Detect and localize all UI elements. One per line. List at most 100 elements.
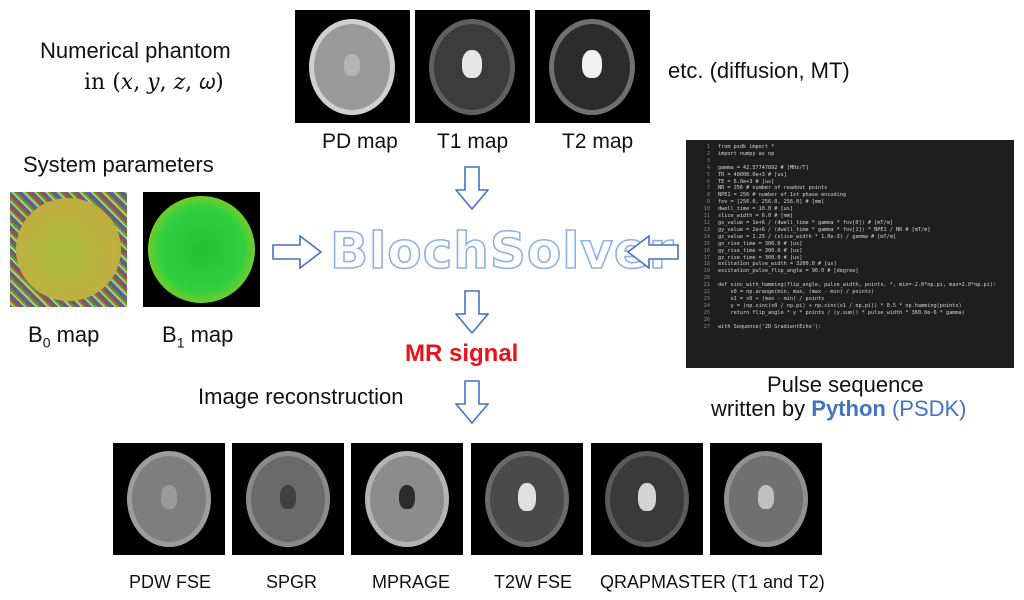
- code-line-number: 11: [703, 213, 710, 220]
- code-line-number: 5: [706, 171, 710, 178]
- spgr-label: SPGR: [266, 572, 318, 592]
- etc-label: etc. (diffusion, MT): [668, 58, 850, 83]
- left-arrow-code: [627, 235, 679, 269]
- code-line-text: fov = [256.0, 256.0, 256.0] # [mm]: [718, 199, 825, 206]
- code-line-number: 27: [703, 323, 710, 330]
- code-line-text: gz_value = 1.25 / (slice_width * 1.0e-3)…: [718, 233, 897, 240]
- code-line-text: dwell_time = 10.0 # [us]: [718, 206, 793, 213]
- b1-map-suffix: map: [184, 322, 234, 347]
- code-line: 19 excitation_pulse_flip_angle = 90.0 # […: [686, 268, 1014, 275]
- t2-map-label: T2 map: [562, 130, 634, 153]
- pd-map-label: PD map: [322, 130, 398, 153]
- code-line-number: 19: [703, 268, 710, 275]
- code-line: 16 gy_rise_time = 300.0 # [us]: [686, 248, 1014, 255]
- qrapmaster-label: QRAPMASTER (T1 and T2): [600, 572, 825, 592]
- code-line: 13 gy_value = 2e+6 / (dwell_time * gamma …: [686, 227, 1014, 234]
- pdw-fse-label: PDW FSE: [129, 572, 212, 592]
- image-recon-label: Image reconstruction: [198, 384, 404, 409]
- code-line-number: 3: [706, 157, 710, 164]
- code-line: 5 TR = 40000.0e+3 # [us]: [686, 172, 1014, 179]
- code-line-number: 9: [706, 199, 710, 206]
- code-line: 14 gz_value = 1.25 / (slice_width * 1.0e-…: [686, 234, 1014, 241]
- right-arrow-system: [272, 235, 322, 269]
- code-line: 26: [686, 317, 1014, 324]
- code-line-text: import numpy as np: [718, 150, 775, 157]
- code-line-number: 6: [706, 178, 710, 185]
- code-line: 7 NR = 256 # number of readout points: [686, 185, 1014, 192]
- code-line-text: TE = 6.0e+3 # [us]: [718, 178, 775, 185]
- mprage-label: MPRAGE: [372, 572, 451, 592]
- code-line-number: 21: [703, 282, 710, 289]
- b0-map-subscript: 0: [42, 334, 51, 351]
- qrapmaster-t1-image: [591, 443, 703, 555]
- t1-map-image: [415, 10, 530, 123]
- b1-map-label: B1 map: [162, 322, 233, 350]
- code-line: 24 y = (np.sinc(x0 / np.pi) + np.sinc(x1…: [686, 303, 1014, 310]
- code-line-number: 18: [703, 261, 710, 268]
- down-arrow-recon: [455, 380, 489, 424]
- code-line: 10 dwell_time = 10.0 # [us]: [686, 206, 1014, 213]
- code-line: 4 gamma = 42.57747892 # [MHz/T]: [686, 165, 1014, 172]
- code-line-text: return flip_angle * y * points / (y.sum(…: [718, 309, 965, 316]
- b0-map-letter: B: [28, 322, 43, 347]
- t1-map-label: T1 map: [437, 130, 509, 153]
- bloch-solver-title: BlochSolver: [329, 221, 675, 281]
- t2-map-image: [535, 10, 650, 123]
- code-line: 21 def sinc_with_hamming(flip_angle, puls…: [686, 282, 1014, 289]
- code-line-text: from psdk import *: [718, 144, 775, 150]
- code-line-text: TR = 40000.0e+3 # [us]: [718, 171, 787, 178]
- code-line: 9 fov = [256.0, 256.0, 256.0] # [mm]: [686, 199, 1014, 206]
- b1-map-subscript: 1: [176, 334, 185, 351]
- code-line-number: 16: [703, 247, 710, 254]
- system-params-label: System parameters: [23, 152, 214, 177]
- phantom-label-line2: in (𝑥, 𝑦, 𝑧, 𝜔): [84, 70, 224, 95]
- spgr-image: [232, 443, 344, 555]
- b0-map-suffix: map: [50, 322, 100, 347]
- code-line-number: 17: [703, 254, 710, 261]
- code-line-text: gx_rise_time = 300.0 # [us]: [718, 240, 803, 247]
- code-line-text: slice_width = 6.0 # [mm]: [718, 213, 793, 220]
- psdk-text: (PSDK): [885, 396, 967, 421]
- qrapmaster-t2-image: [710, 443, 822, 555]
- b1-map-image: [143, 192, 260, 307]
- mr-signal-label: MR signal: [405, 340, 519, 367]
- code-line-text: with Sequence('2D GradientEcho'):: [718, 323, 822, 330]
- written-by-text: written by: [711, 396, 812, 421]
- code-line-text: gx_value = 1e+6 / (dwell_time * gamma * …: [718, 219, 893, 226]
- b0-map-image: [10, 192, 127, 307]
- code-line-number: 14: [703, 233, 710, 240]
- code-line-text: gy_value = 2e+6 / (dwell_time * gamma * …: [718, 226, 931, 233]
- down-arrow-signal: [455, 290, 489, 334]
- code-line-text: NR = 256 # number of readout points: [718, 185, 828, 192]
- pdw-fse-image: [113, 443, 225, 555]
- pulse-sequence-label-line2: written by Python (PSDK): [711, 396, 967, 422]
- code-line-text: x0 = np.arange(min, max, (max - min) / p…: [718, 289, 875, 296]
- code-line-text: excitation_pulse_flip_angle = 90.0 # [de…: [718, 268, 859, 275]
- code-line-number: 13: [703, 226, 710, 233]
- code-line: 3: [686, 158, 1014, 165]
- code-line-number: 2: [706, 150, 710, 157]
- code-line-number: 23: [703, 295, 710, 302]
- b1-map-letter: B: [162, 322, 177, 347]
- code-line-text: gy_rise_time = 300.0 # [us]: [718, 247, 803, 254]
- phantom-label-line1: Numerical phantom: [40, 38, 231, 63]
- pulse-sequence-label-line1: Pulse sequence: [767, 372, 924, 397]
- code-line-text: gamma = 42.57747892 # [MHz/T]: [718, 164, 809, 171]
- t2w-fse-label: T2W FSE: [494, 572, 573, 592]
- mprage-image: [351, 443, 463, 555]
- code-line-text: NPE1 = 256 # number of 1st phase encodin…: [718, 192, 847, 199]
- code-line: 11 slice_width = 6.0 # [mm]: [686, 213, 1014, 220]
- code-line-text: def sinc_with_hamming(flip_angle, pulse_…: [718, 282, 996, 289]
- code-line-number: 4: [706, 164, 710, 171]
- code-line: 6 TE = 6.0e+3 # [us]: [686, 179, 1014, 186]
- code-line-number: 25: [703, 309, 710, 316]
- code-line-number: 7: [706, 185, 710, 192]
- code-line-text: y = (np.sinc(x0 / np.pi) + np.sinc(x1 / …: [718, 302, 962, 309]
- t2w-fse-image: [471, 443, 583, 555]
- code-line-number: 10: [703, 206, 710, 213]
